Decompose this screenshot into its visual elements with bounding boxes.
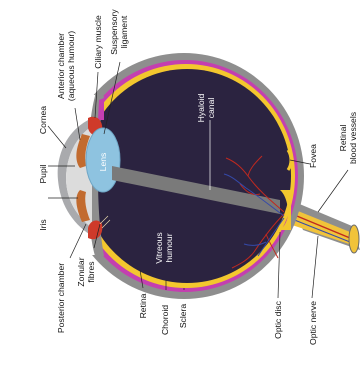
label-suspensory-ligament: Suspensory ligament — [109, 9, 129, 55]
svg-text:Pupil: Pupil — [38, 164, 48, 183]
label-pupil: Pupil — [38, 164, 48, 183]
label-zonular-fibres: Zonular fibres — [76, 257, 96, 286]
svg-text:Optic disc: Optic disc — [273, 300, 283, 338]
svg-text:Lens: Lens — [98, 153, 108, 172]
label-ciliary-muscle: Ciliary muscle — [93, 15, 103, 69]
svg-text:humour: humour — [164, 233, 174, 262]
label-optic-disc: Optic disc — [273, 300, 283, 338]
svg-text:Retinal: Retinal — [338, 125, 348, 152]
label-sclera: Sclera — [178, 304, 188, 329]
label-posterior-chamber: Posterior chamber — [56, 263, 66, 333]
label-retina: Retina — [138, 293, 148, 318]
svg-text:Choroid: Choroid — [160, 305, 170, 335]
label-optic-nerve: Optic nerve — [308, 301, 318, 345]
svg-text:Fovea: Fovea — [308, 144, 318, 168]
svg-text:ligament: ligament — [119, 15, 129, 48]
label-hyaloid-canal: Hyaloid canal — [196, 93, 216, 122]
label-lens: Lens — [98, 153, 108, 172]
svg-text:Sclera: Sclera — [178, 304, 188, 329]
svg-text:Anterior chamber: Anterior chamber — [56, 33, 66, 99]
label-vitreous-humour: Vitreous humour — [154, 232, 174, 263]
svg-text:Iris: Iris — [38, 219, 48, 230]
svg-text:Optic nerve: Optic nerve — [308, 301, 318, 345]
label-iris: Iris — [38, 219, 48, 230]
svg-text:Posterior chamber: Posterior chamber — [56, 263, 66, 333]
svg-text:Hyaloid: Hyaloid — [196, 93, 206, 122]
label-retinal-blood-vessels: Retinal blood vessels — [338, 112, 358, 164]
svg-text:blood vessels: blood vessels — [348, 112, 358, 164]
svg-text:canal: canal — [206, 98, 216, 119]
label-choroid: Choroid — [160, 305, 170, 335]
svg-text:Zonular: Zonular — [76, 257, 86, 286]
label-fovea: Fovea — [308, 144, 318, 168]
svg-text:fibres: fibres — [86, 261, 96, 282]
label-anterior-chamber: Anterior chamber (aqueous humour) — [56, 31, 76, 101]
label-cornea: Cornea — [38, 106, 48, 134]
svg-text:Vitreous: Vitreous — [154, 232, 164, 263]
svg-text:Retina: Retina — [138, 293, 148, 318]
svg-text:Cornea: Cornea — [38, 106, 48, 134]
svg-text:Ciliary muscle: Ciliary muscle — [93, 15, 103, 69]
svg-text:Suspensory: Suspensory — [109, 9, 119, 55]
svg-text:(aqueous humour): (aqueous humour) — [66, 31, 76, 101]
